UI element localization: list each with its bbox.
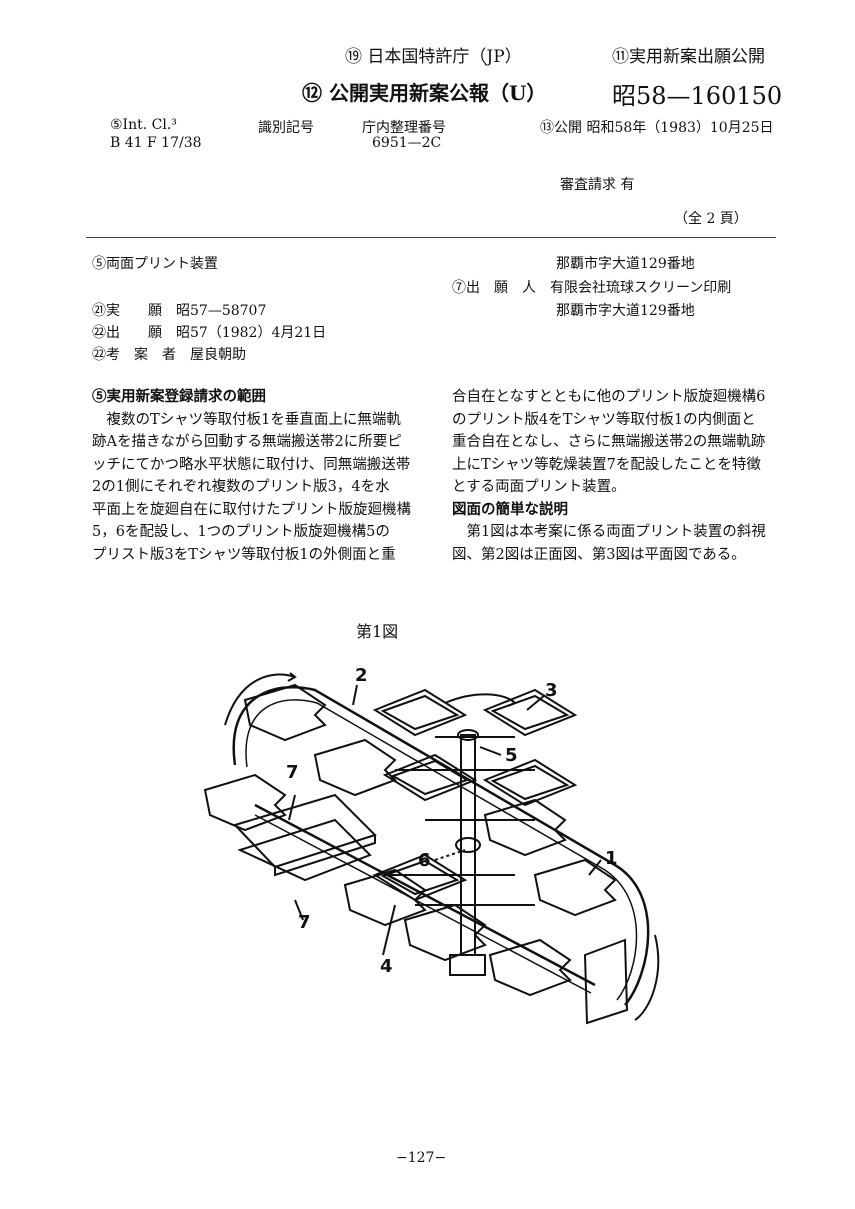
applicant-address-1: 那覇市字大道129番地 <box>556 256 695 272</box>
office-ref-value: 6951—2C <box>372 135 442 151</box>
figure-label-7b: 7 <box>298 912 311 933</box>
conveyor-band-outer <box>232 686 650 1006</box>
print-frame <box>482 688 578 737</box>
figure-label-1: 1 <box>605 848 618 869</box>
claim-line: ッチにてかつ略水平状態に取付け、同無端搬送帯 <box>92 456 411 473</box>
brief-line: 第1図は本考案に係る両面プリント装置の斜視 <box>452 524 766 540</box>
brief-line: 図、第2図は正面図、第3図は平面図である。 <box>452 546 746 563</box>
applicant: ⑦出 願 人 有限会社琉球スクリーン印刷 <box>452 280 732 296</box>
int-cl-value: B 41 F 17/38 <box>110 135 202 151</box>
claim-line: 跡Aを描きながら回動する無端搬送帯2に所要ピ <box>92 434 402 450</box>
claim-line: とする両面プリント装置。 <box>452 479 626 495</box>
id-symbol-label: 識別記号 <box>258 120 314 136</box>
garment-board <box>313 738 397 797</box>
rotation-shaft <box>460 734 476 956</box>
garment-board <box>483 798 567 857</box>
page-number: −127− <box>396 1150 447 1166</box>
claim-line: プリスト版3をTシャツ等取付板1の外側面と重 <box>92 546 396 563</box>
claim-line: 5，6を配設し、1つのプリント版旋廻機構5の <box>92 524 390 540</box>
print-frame <box>482 758 578 807</box>
application-date: ㉒出 願 昭57（1982）4月21日 <box>92 325 327 341</box>
claim-line: 上にTシャツ等乾燥装置7を配設したことを特徴 <box>452 456 761 473</box>
total-pages: （全 2 頁） <box>674 211 748 227</box>
deviser: ㉒考 案 者 屋良朝助 <box>92 347 246 363</box>
garment-board <box>488 938 572 997</box>
claims-right-column: 合自在となすとともに他のプリント版旋廻機構6 のプリント版4をTシャツ等取付板1… <box>452 386 782 566</box>
rotation-arrow-left <box>224 673 296 726</box>
claim-line: 平面上を旋廻自在に取付けたプリント版旋廻機構 <box>92 501 411 518</box>
claim-line: のプリント版4をTシャツ等取付板1の内側面と <box>452 411 756 428</box>
figure-label-6: 6 <box>418 850 431 871</box>
gazette-title: ⑫ 公開実用新案公報（U） <box>302 81 547 105</box>
office-ref-label: 庁内整理番号 <box>362 120 446 136</box>
figure-label-4: 4 <box>380 956 393 977</box>
claims-heading: ⑤実用新案登録請求の範囲 <box>92 388 266 405</box>
end-frame <box>583 938 629 1025</box>
claim-line: 2の1側にそれぞれ複数のプリント版3，4を水 <box>92 479 390 495</box>
print-frame <box>372 853 468 902</box>
print-frame <box>372 688 468 737</box>
header-divider <box>86 237 776 238</box>
application-publication-label: ⑪実用新案出願公開 <box>612 47 765 67</box>
rotation-arrow-right <box>634 934 660 1021</box>
figure-label-3: 3 <box>545 680 558 701</box>
garment-board <box>533 858 617 917</box>
claim-line: 重合自在となし、さらに無端搬送帯2の無端軌跡 <box>452 434 766 450</box>
patent-office-name: ⑲ 日本国特許庁（JP） <box>345 47 522 67</box>
garment-board <box>203 773 287 832</box>
claim-line: 合自在となすとともに他のプリント版旋廻機構6 <box>452 389 766 405</box>
publication-date: ⑬公開 昭和58年（1983）10月25日 <box>540 120 774 136</box>
figure-1-drawing <box>203 672 660 1025</box>
exam-request: 審査請求 有 <box>560 177 635 193</box>
figure-title: 第1図 <box>356 622 399 641</box>
device-title: ⑤両面プリント装置 <box>92 256 218 272</box>
publication-number: 昭58—160150 <box>612 82 783 110</box>
garment-board <box>403 903 487 962</box>
figure-label-2: 2 <box>355 665 368 686</box>
print-frame <box>382 753 478 802</box>
claim-line: 複数のTシャツ等取付板1を垂直面上に無端軌 <box>92 411 401 428</box>
garment-board <box>343 868 427 927</box>
application-number: ㉑実 願 昭57—58707 <box>92 303 267 319</box>
conveyor-band-inner <box>245 699 638 1001</box>
figure-label-7a: 7 <box>286 762 299 783</box>
applicant-address-2: 那覇市字大道129番地 <box>556 303 695 319</box>
garment-board <box>243 683 327 742</box>
claims-left-column: ⑤実用新案登録請求の範囲 複数のTシャツ等取付板1を垂直面上に無端軌 跡Aを描き… <box>92 386 422 566</box>
int-cl-label: ⑤Int. Cl.³ <box>110 117 177 133</box>
figure-label-5: 5 <box>505 745 518 766</box>
brief-description-heading: 図面の簡単な説明 <box>452 500 568 518</box>
